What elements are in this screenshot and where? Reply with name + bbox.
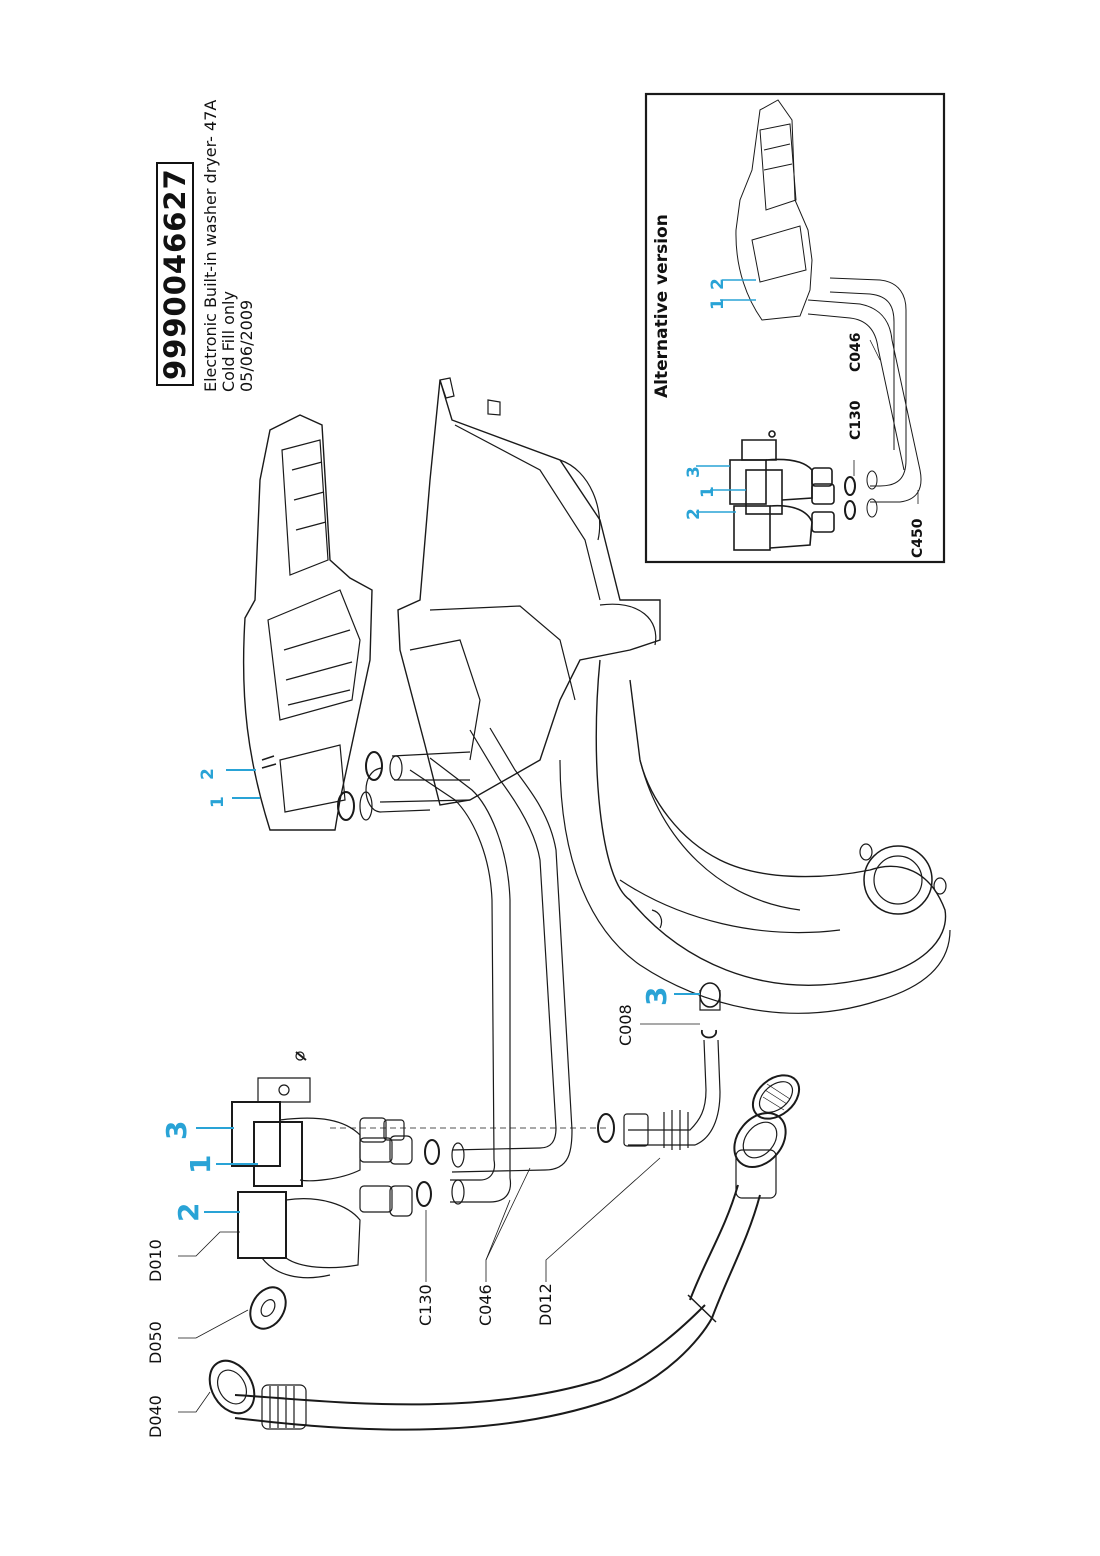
filter-washer [751,1074,801,1120]
inset-leaders [853,339,919,504]
inset-callout-valve-1: 1 [698,486,718,498]
solenoid-valve [231,1051,413,1279]
inset-callout-board-1: 1 [708,298,728,310]
outlet-hose [623,982,721,1150]
inset-callout-valve-2: 2 [684,508,704,520]
inset-hoses [807,277,922,518]
code-d012: D012 [536,1283,555,1326]
inset-board [735,99,813,321]
inset-callout-board-2: 2 [708,278,728,290]
part-number: 9990046627 [156,162,194,386]
inlet-hose [208,1112,787,1431]
inset-frame [644,92,946,564]
dispenser-housing [397,377,661,806]
inset-callout-leaders [696,279,756,513]
sealing-washer [249,1286,287,1330]
callout-board-2: 2 [198,768,218,780]
code-c008: C008 [616,1004,635,1046]
hoses-c046 [359,727,573,1205]
inset-valve [729,430,856,551]
control-board [242,414,373,831]
code-c046: C046 [476,1284,495,1326]
code-d010: D010 [146,1239,165,1282]
inset-code-c046: C046 [848,332,864,373]
inset-title: Alternative version [652,214,672,398]
inset-code-c450: C450 [910,518,926,559]
dispenser-sump [559,659,951,1014]
callout-board-1: 1 [208,796,228,808]
description-line-3: 05/06/2009 [237,299,256,392]
code-d040: D040 [146,1395,165,1438]
callout-valve-3: 3 [160,1120,193,1140]
inset-code-c130: C130 [848,400,864,441]
code-c130: C130 [416,1284,435,1326]
callout-valve-2: 2 [172,1202,205,1222]
clamps-c130 [416,1113,615,1207]
board-clamps [337,751,383,821]
description-line-2: Cold Fill only [219,291,238,392]
callout-valve-1: 1 [184,1154,217,1174]
code-d050: D050 [146,1321,165,1364]
callout-dispenser-3: 3 [640,986,673,1006]
description-line-1: Electronic Built-in washer dryer- 47A [201,99,220,392]
callout-leaders [196,769,700,1213]
leader-lines [178,1023,700,1413]
inset-callout-valve-3: 3 [684,466,704,478]
